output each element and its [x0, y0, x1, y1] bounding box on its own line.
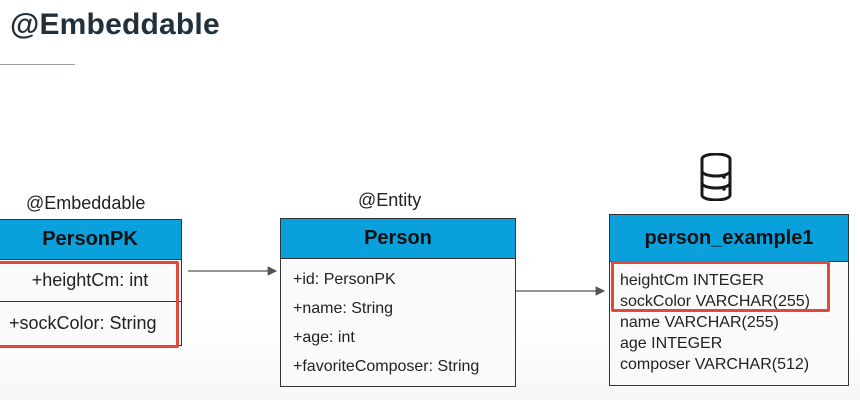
person-attribute: +name: String	[293, 300, 394, 317]
person-attribute: +id: PersonPK	[293, 271, 396, 288]
personpk-class-box: PersonPK +heightCm: int +sockColor: Stri…	[0, 219, 182, 346]
database-icon	[700, 152, 732, 206]
entity-stereotype-label: @Entity	[358, 190, 422, 210]
table-column: name VARCHAR(255)	[620, 314, 779, 331]
table-column: sockColor VARCHAR(255)	[620, 293, 810, 310]
table-column: composer VARCHAR(512)	[620, 356, 810, 373]
title-underline	[0, 64, 75, 65]
person-example1-table-box: person_example1 heightCm INTEGER sockCol…	[609, 214, 849, 386]
person-attribute: +age: int	[293, 329, 355, 346]
table-column-list: heightCm INTEGER sockColor VARCHAR(255) …	[610, 262, 848, 375]
embeddable-stereotype-label: @Embeddable	[26, 193, 146, 213]
table-name: person_example1	[610, 215, 848, 262]
personpk-attribute: +heightCm: int	[0, 260, 181, 302]
person-class-box: Person +id: PersonPK +name: String +age:…	[280, 218, 516, 387]
personpk-class-name: PersonPK	[0, 220, 181, 260]
table-column: heightCm INTEGER	[620, 272, 765, 289]
personpk-attribute: +sockColor: String	[9, 312, 157, 333]
person-attribute: +favoriteComposer: String	[293, 358, 480, 375]
person-class-name: Person	[281, 219, 515, 259]
person-attribute-list: +id: PersonPK +name: String +age: int +f…	[281, 259, 515, 381]
table-column: age INTEGER	[620, 335, 723, 352]
slide-title: @Embeddable	[10, 8, 220, 41]
